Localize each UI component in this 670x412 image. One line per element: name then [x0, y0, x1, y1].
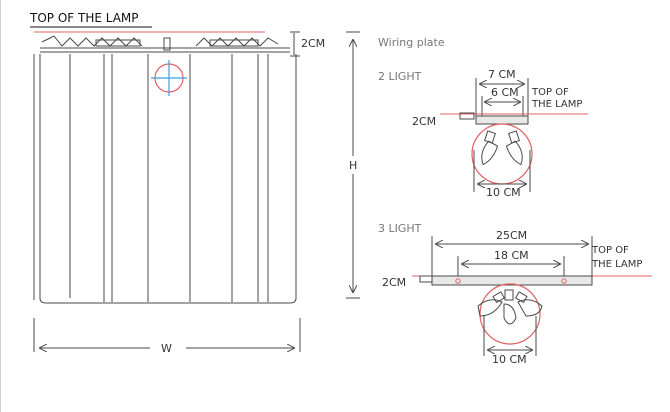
height-2cm-label: 2CM — [301, 37, 325, 50]
two-light-plate: 2 LIGHT 7 CM 6 CM TOP OF THE LAMP 2CM — [378, 68, 588, 199]
three-light-bottom-dimension — [483, 316, 537, 356]
two-light-heading: 2 LIGHT — [378, 70, 422, 83]
three-light-top-label-2: THE LAMP — [591, 259, 642, 270]
two-light-side-tab — [459, 112, 475, 120]
two-light-plate-bar — [475, 115, 529, 125]
three-light-plate-bar — [431, 275, 593, 286]
crosshair-icon — [151, 60, 187, 96]
ceiling-bracket — [40, 35, 290, 53]
two-light-top-label-1: TOP OF — [531, 87, 569, 98]
three-light-bottom-label: 10 CM — [492, 353, 527, 366]
two-light-outer-dimension — [475, 78, 529, 116]
width-dimension — [33, 318, 301, 352]
two-light-bottom-label: 10 CM — [486, 186, 521, 199]
two-light-outer-label: 7 CM — [488, 68, 516, 81]
three-light-heading: 3 LIGHT — [378, 222, 422, 235]
height-label: H — [349, 159, 357, 172]
top-of-lamp-title: TOP OF THE LAMP — [29, 11, 139, 25]
two-light-swing-circle — [471, 123, 533, 185]
three-light-outer-label: 25CM — [496, 229, 527, 242]
height-2cm-dimension — [290, 31, 300, 57]
two-light-inner-dimension — [481, 96, 524, 116]
three-light-fixing-hole-left — [455, 278, 461, 284]
height-dimension — [346, 31, 360, 299]
three-light-side-label: 2CM — [382, 276, 406, 289]
two-light-top-label-2: THE LAMP — [531, 99, 582, 110]
lamp-body — [33, 54, 297, 304]
two-light-bulbs — [481, 130, 523, 166]
two-light-side-label: 2CM — [412, 115, 436, 128]
two-light-bottom-dimension — [473, 150, 531, 192]
lamp-elevation: TOP OF THE LAMP — [29, 11, 360, 355]
three-light-bulbs — [477, 289, 543, 325]
three-light-inner-label: 18 CM — [494, 249, 529, 262]
three-light-plate: 3 LIGHT 25CM 18 CM TOP OF THE LAMP 2CM — [378, 222, 652, 366]
two-light-inner-label: 6 CM — [491, 86, 519, 99]
three-light-fixing-hole-right — [561, 278, 567, 284]
three-light-top-label-1: TOP OF — [591, 245, 629, 256]
three-light-outer-dimension — [431, 236, 593, 276]
wiring-plate-heading: Wiring plate — [378, 36, 445, 49]
width-label: W — [161, 342, 172, 355]
